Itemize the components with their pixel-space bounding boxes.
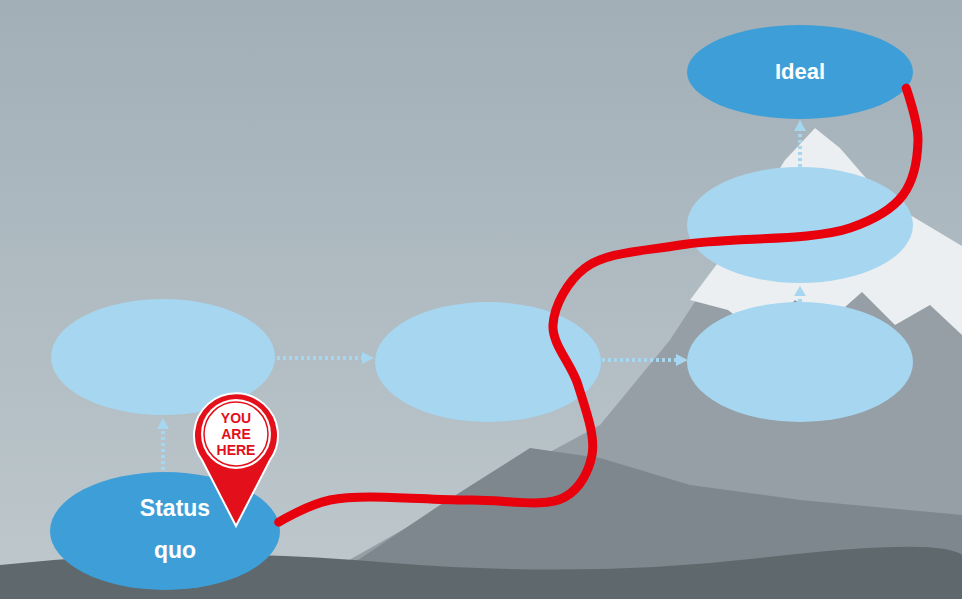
location-pin: YOU ARE HERE xyxy=(192,390,280,528)
empty-step xyxy=(687,167,913,283)
goal-ellipse: Ideal xyxy=(687,25,913,119)
dotted-arrow xyxy=(602,358,676,362)
ellipse-shape xyxy=(50,472,280,590)
node-label: Ideal xyxy=(775,59,825,85)
arrow-head xyxy=(794,286,806,296)
empty-step xyxy=(687,302,913,422)
node-label: Status quo xyxy=(130,487,220,571)
text-group: Ideal xyxy=(730,25,870,119)
dotted-arrow xyxy=(161,427,165,470)
ellipse-shape xyxy=(687,25,913,119)
arrow-head xyxy=(157,418,169,429)
text-group: YOU ARE HERE xyxy=(209,390,263,478)
text-group: Status quo xyxy=(130,472,220,586)
route-group xyxy=(279,88,918,522)
arrow-head xyxy=(794,120,806,131)
arrow-head xyxy=(676,354,688,366)
dotted-arrow xyxy=(277,356,362,360)
node-label: YOU ARE HERE xyxy=(209,410,263,458)
pin-ring xyxy=(204,402,268,466)
arrow-head xyxy=(362,352,374,364)
route-line xyxy=(279,88,918,522)
dotted-arrow xyxy=(798,130,802,167)
empty-step xyxy=(375,302,601,422)
mountain-slope xyxy=(280,128,962,599)
pin-face xyxy=(201,399,271,469)
